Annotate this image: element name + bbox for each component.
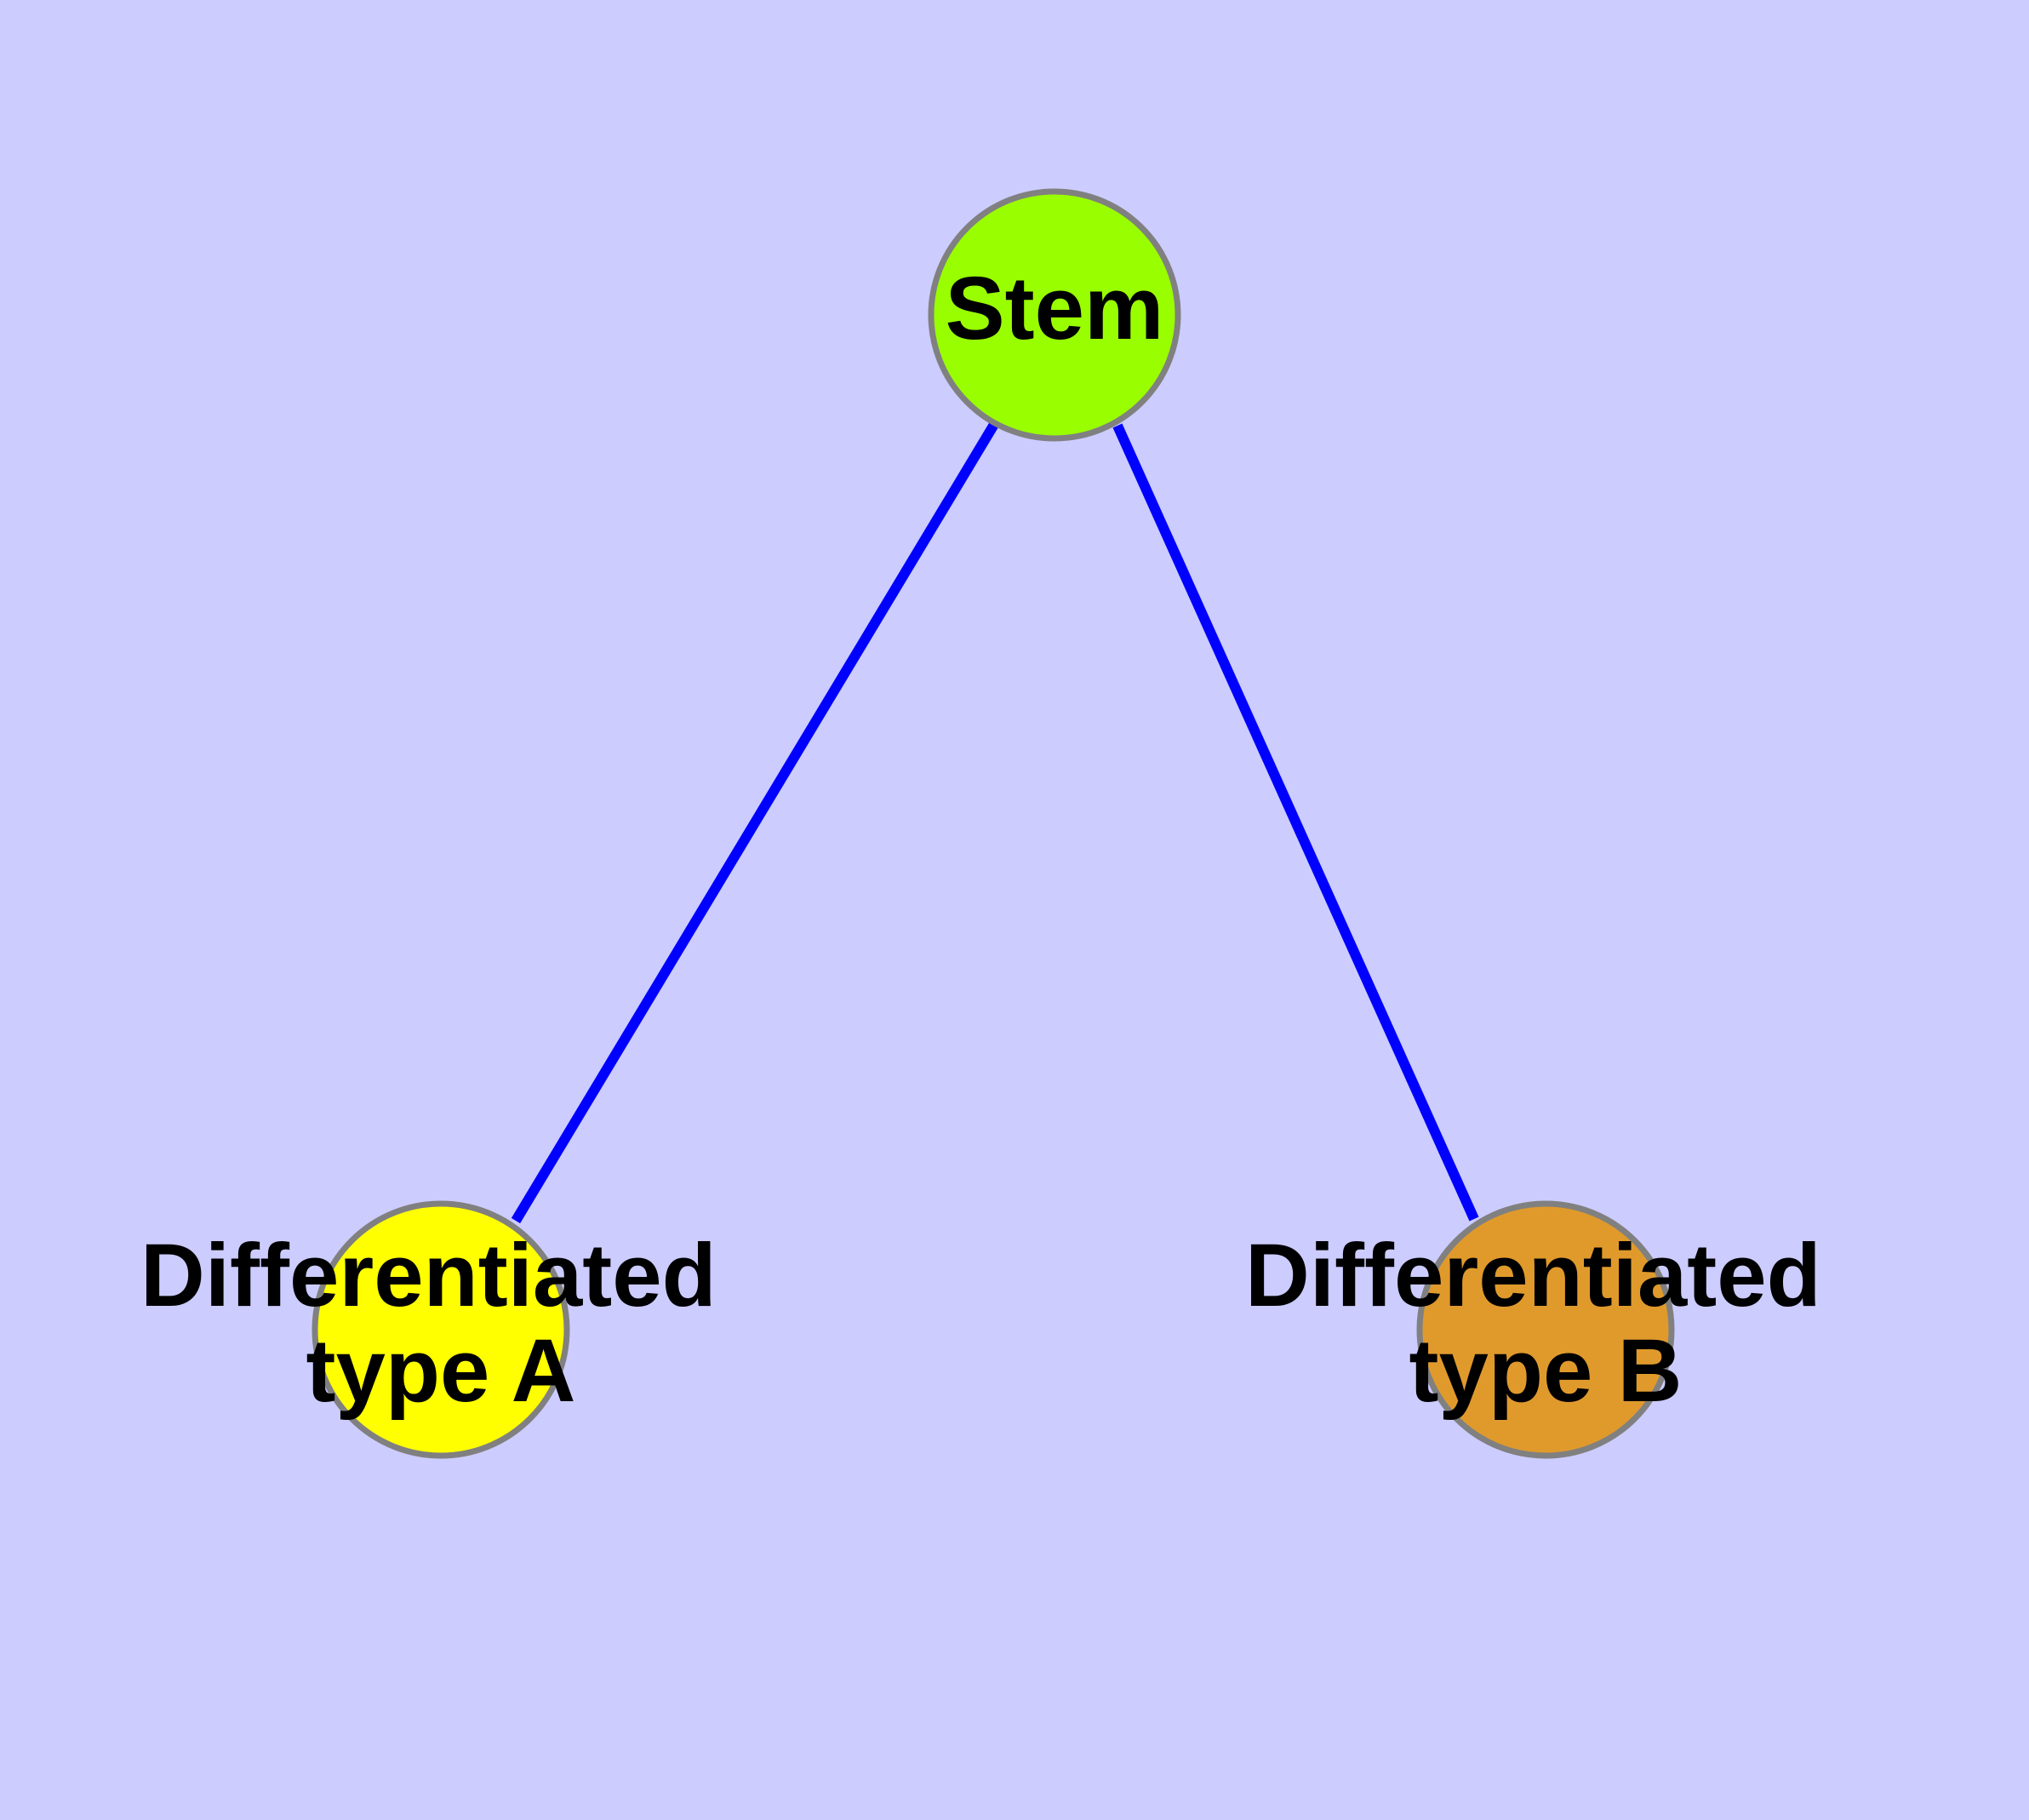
node-differentiated-type-b-label-line-1: type B	[1409, 1321, 1683, 1421]
node-differentiated-type-a-label: Differentiated type A	[140, 1226, 741, 1421]
node-differentiated-type-b-label: Differentiated type B	[1245, 1226, 1846, 1421]
node-stem-label-line-0: Stem	[946, 259, 1164, 358]
node-stem-label: Stem	[946, 259, 1164, 358]
edge-stem-to-diff-a	[511, 420, 1000, 1224]
node-differentiated-type-a-label-line-1: type A	[306, 1321, 576, 1421]
node-differentiated-type-b-label-line-0: Differentiated	[1245, 1226, 1821, 1325]
node-differentiated-type-a[interactable]: Differentiated type A	[140, 1200, 741, 1459]
node-differentiated-type-b[interactable]: Differentiated type B	[1245, 1200, 1846, 1459]
node-stem[interactable]: Stem	[928, 188, 1181, 442]
node-stem-circle[interactable]	[928, 188, 1181, 442]
edge-layer	[511, 420, 1479, 1224]
node-differentiated-type-b-circle[interactable]	[1416, 1200, 1675, 1459]
edge-stem-to-diff-b	[1112, 423, 1479, 1222]
node-differentiated-type-a-circle[interactable]	[311, 1200, 570, 1459]
node-differentiated-type-a-label-line-0: Differentiated	[140, 1226, 717, 1325]
